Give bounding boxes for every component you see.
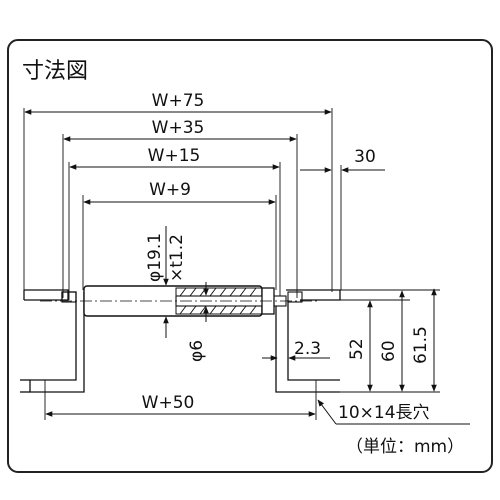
extension-lines xyxy=(23,108,342,300)
label-2-3: 2.3 xyxy=(294,339,321,359)
unit-note: （単位：mm） xyxy=(346,437,464,457)
rail-top-plate xyxy=(23,289,341,301)
label-phi19: φ19.1 xyxy=(145,233,165,282)
slot-callout: 10×14長穴 xyxy=(317,399,470,425)
dimension-w75: W+75 xyxy=(24,91,332,115)
label-w75: W+75 xyxy=(152,91,205,111)
dimension-diameter-shaft: φ6 xyxy=(187,282,209,362)
label-30: 30 xyxy=(354,147,376,167)
dimension-diameter-tube: φ19.1 ×t1.2 xyxy=(145,226,187,338)
label-phi6: φ6 xyxy=(187,340,207,362)
label-t12: ×t1.2 xyxy=(167,234,187,282)
label-52: 52 xyxy=(347,338,367,360)
dimension-52: 52 xyxy=(347,300,373,392)
label-w50: W+50 xyxy=(142,393,195,413)
label-60: 60 xyxy=(379,340,399,362)
roller xyxy=(40,285,320,317)
outer-frame xyxy=(7,39,493,473)
dimension-30: 30 xyxy=(300,147,385,173)
height-extension-lines xyxy=(340,289,440,393)
dimension-61-5: 61.5 xyxy=(411,288,437,392)
label-61-5: 61.5 xyxy=(411,326,431,364)
right-bracket xyxy=(275,291,340,393)
dimension-w15: W+15 xyxy=(69,146,280,170)
dimension-60: 60 xyxy=(379,290,405,392)
label-w9: W+9 xyxy=(149,180,191,200)
dimension-w50: W+50 xyxy=(44,380,317,420)
label-w15: W+15 xyxy=(148,146,201,166)
dimension-2-3: 2.3 xyxy=(262,339,330,361)
drawing-title: 寸法図 xyxy=(22,59,88,84)
label-w35: W+35 xyxy=(152,118,205,138)
label-slot: 10×14長穴 xyxy=(338,403,430,423)
left-bracket xyxy=(20,291,85,393)
dimension-w9: W+9 xyxy=(83,180,276,205)
dimension-w35: W+35 xyxy=(63,118,297,142)
